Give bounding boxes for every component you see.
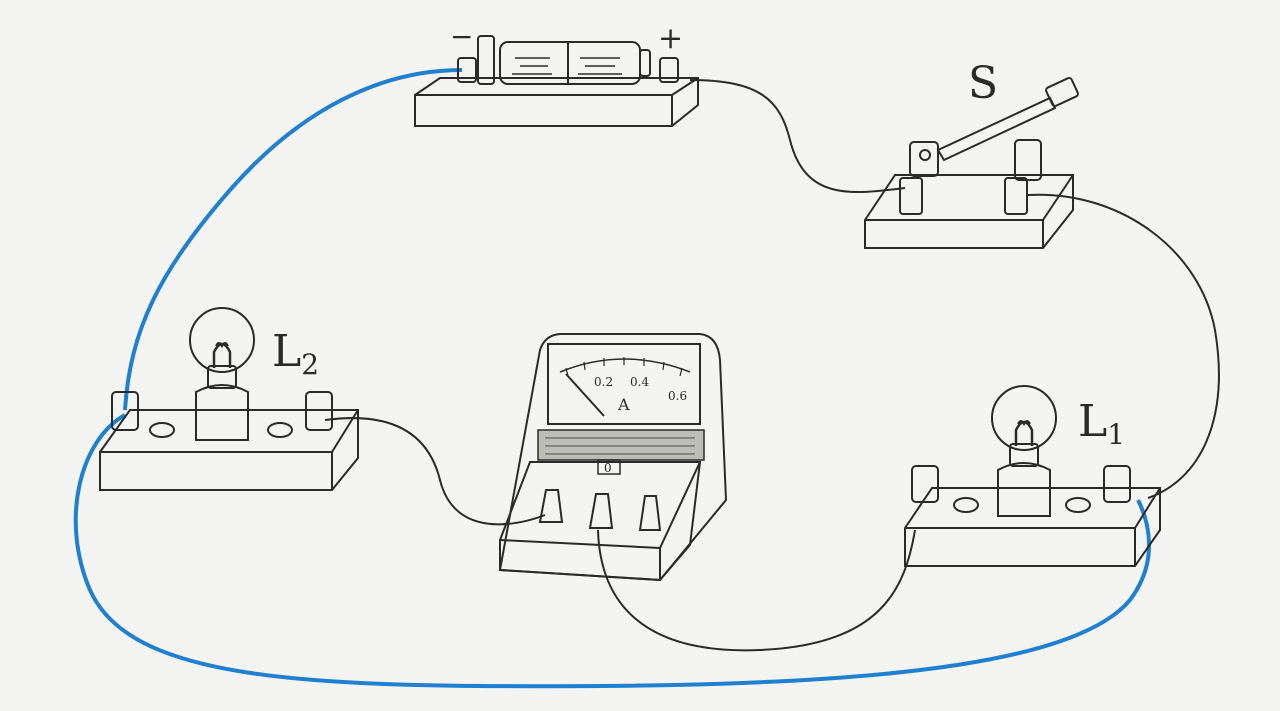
bulb-icon (189, 307, 255, 389)
switch-label: S (968, 58, 998, 109)
lamp2-terminal-left (111, 391, 139, 431)
lamp2-label: L2 (272, 326, 319, 381)
lamp-l2: L2 (99, 307, 359, 491)
wire-switch-to-lamp1 (1027, 193, 1220, 499)
battery-cells (499, 41, 651, 85)
ammeter-zero: 0 (604, 461, 612, 475)
lamp1-terminal-right (1103, 465, 1131, 503)
ammeter-scale-2: 0.6 (668, 389, 687, 403)
wire-ammeter-to-lamp1 (597, 529, 916, 652)
switch-lever (936, 77, 1079, 162)
zero-adjust (597, 459, 621, 475)
ammeter-face (547, 343, 701, 425)
battery-plus-label: + (658, 21, 683, 56)
wire-lamp2-to-ammeter (324, 417, 546, 526)
ammeter-scale-1: 0.4 (630, 375, 649, 389)
switch: S (864, 58, 1079, 249)
bulb-icon (991, 385, 1057, 467)
wire-battery-to-switch (689, 79, 906, 194)
ammeter-scale-0: 0.2 (594, 375, 613, 389)
battery-minus-label: − (450, 20, 473, 53)
lamp2-terminal-right (305, 391, 333, 431)
battery-terminal-negative (457, 35, 495, 85)
wires (73, 68, 1220, 689)
lamp1-label: L1 (1078, 396, 1125, 451)
battery-holder: − + (414, 20, 699, 127)
ammeter-needle (565, 373, 605, 417)
battery-terminal-positive (659, 57, 679, 83)
ammeter-terminals (538, 489, 662, 531)
lamp1-terminal-left (911, 465, 939, 503)
wire-lamp2-to-lamp1 (73, 413, 1152, 689)
ammeter-band (537, 429, 705, 461)
ammeter: 0.2 0.4 0.6 A 0 (498, 333, 728, 582)
lamp-l1: L1 (904, 385, 1161, 567)
wire-battery-to-lamp2 (123, 68, 463, 411)
ammeter-unit: A (617, 395, 630, 414)
